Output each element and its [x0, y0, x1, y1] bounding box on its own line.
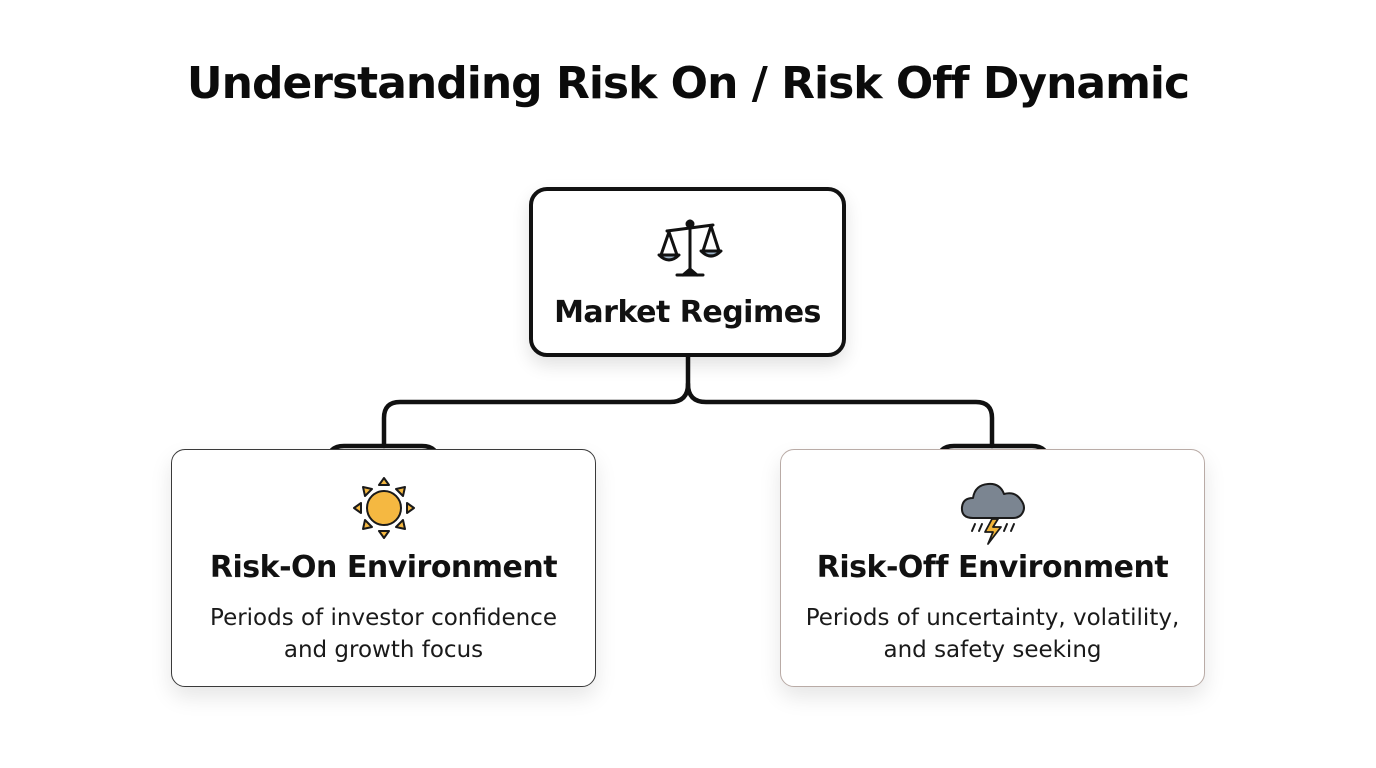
storm-cloud-icon	[960, 482, 1025, 545]
risk-off-card: Risk-Off Environment Periods of uncertai…	[780, 449, 1205, 687]
risk-on-description: Periods of investor confidence and growt…	[210, 605, 557, 663]
right-branch-connector	[685, 381, 995, 449]
root-label: Market Regimes	[554, 295, 821, 330]
trunk-connector	[381, 354, 691, 449]
sun-icon	[353, 477, 415, 539]
balance-scale-icon	[657, 219, 723, 277]
diagram-title: Understanding Risk On / Risk Off Dynamic	[186, 58, 1190, 109]
risk-on-title: Risk-On Environment	[209, 550, 558, 585]
root-node-market-regimes: Market Regimes	[529, 187, 846, 357]
risk-off-title: Risk-Off Environment	[816, 550, 1169, 585]
risk-off-description: Periods of uncertainty, volatility, and …	[805, 605, 1180, 663]
risk-on-card: Risk-On Environment Periods of investor …	[171, 449, 596, 687]
